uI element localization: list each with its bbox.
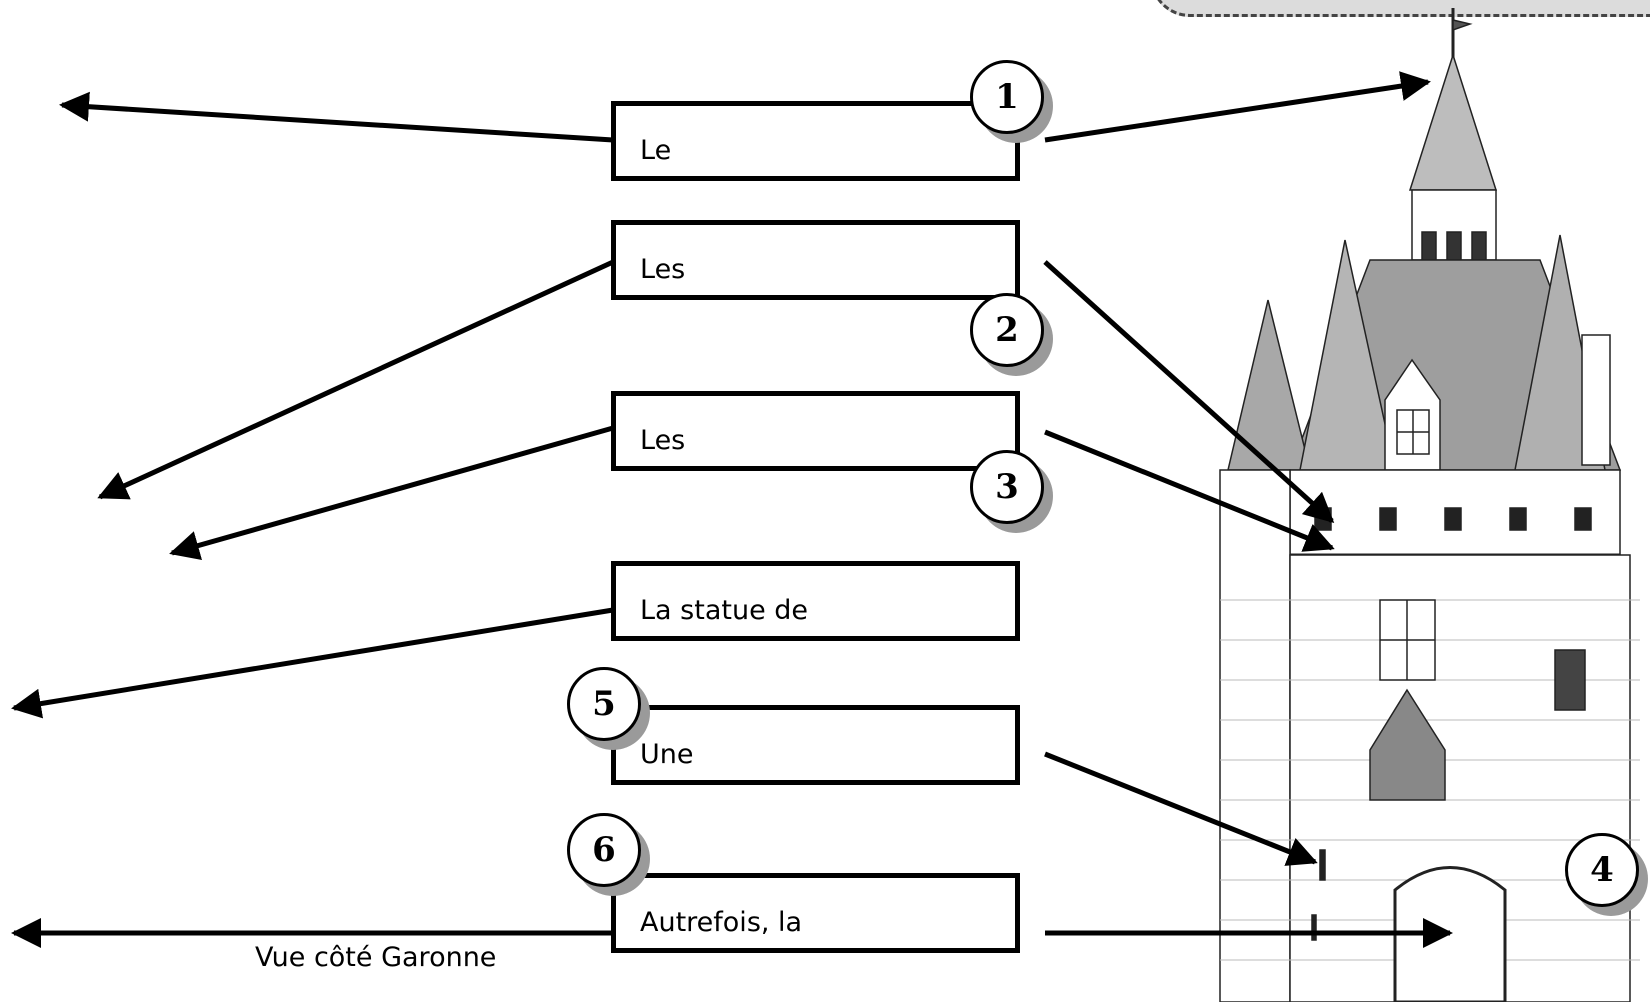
number-4: 4: [1590, 850, 1614, 890]
arrow-3-right: [1044, 429, 1335, 552]
label-2-text: Les: [640, 254, 686, 285]
label-box-4[interactable]: La statue de: [611, 561, 1020, 641]
label-5-text: Une: [640, 739, 694, 770]
number-5: 5: [592, 684, 616, 724]
label-box-1[interactable]: Le: [611, 101, 1020, 181]
label-4-text: La statue de: [640, 595, 809, 626]
label-box-2[interactable]: Les: [611, 220, 1020, 300]
label-box-5[interactable]: Une: [611, 705, 1020, 785]
number-3: 3: [995, 467, 1019, 507]
arrow-1-right: [1044, 71, 1431, 143]
label-box-3[interactable]: Les: [611, 391, 1020, 471]
number-badge-3: 3: [970, 450, 1044, 524]
arrow-1-left: [59, 91, 614, 143]
label-box-6[interactable]: Autrefois, la: [611, 873, 1020, 953]
label-3-text: Les: [640, 425, 686, 456]
number-badge-1: 1: [970, 60, 1044, 134]
number-badge-4: 4: [1565, 833, 1639, 907]
number-badge-2: 2: [970, 293, 1044, 367]
number-2: 2: [995, 310, 1019, 350]
arrow-4-left: [11, 607, 614, 719]
arrow-2-right: [1043, 260, 1335, 524]
label-6-text: Autrefois, la: [640, 907, 803, 938]
caption: Vue côté Garonne: [255, 942, 497, 973]
arrow-3-left: [169, 425, 614, 561]
number-6: 6: [592, 830, 616, 870]
number-badge-5: 5: [567, 667, 641, 741]
number-badge-6: 6: [567, 813, 641, 887]
label-1-text: Le: [640, 135, 672, 166]
arrow-5-right: [1044, 751, 1318, 866]
number-1: 1: [995, 77, 1019, 117]
tower-illustration: [1219, 8, 1640, 1002]
arrow-2-left: [97, 259, 615, 500]
